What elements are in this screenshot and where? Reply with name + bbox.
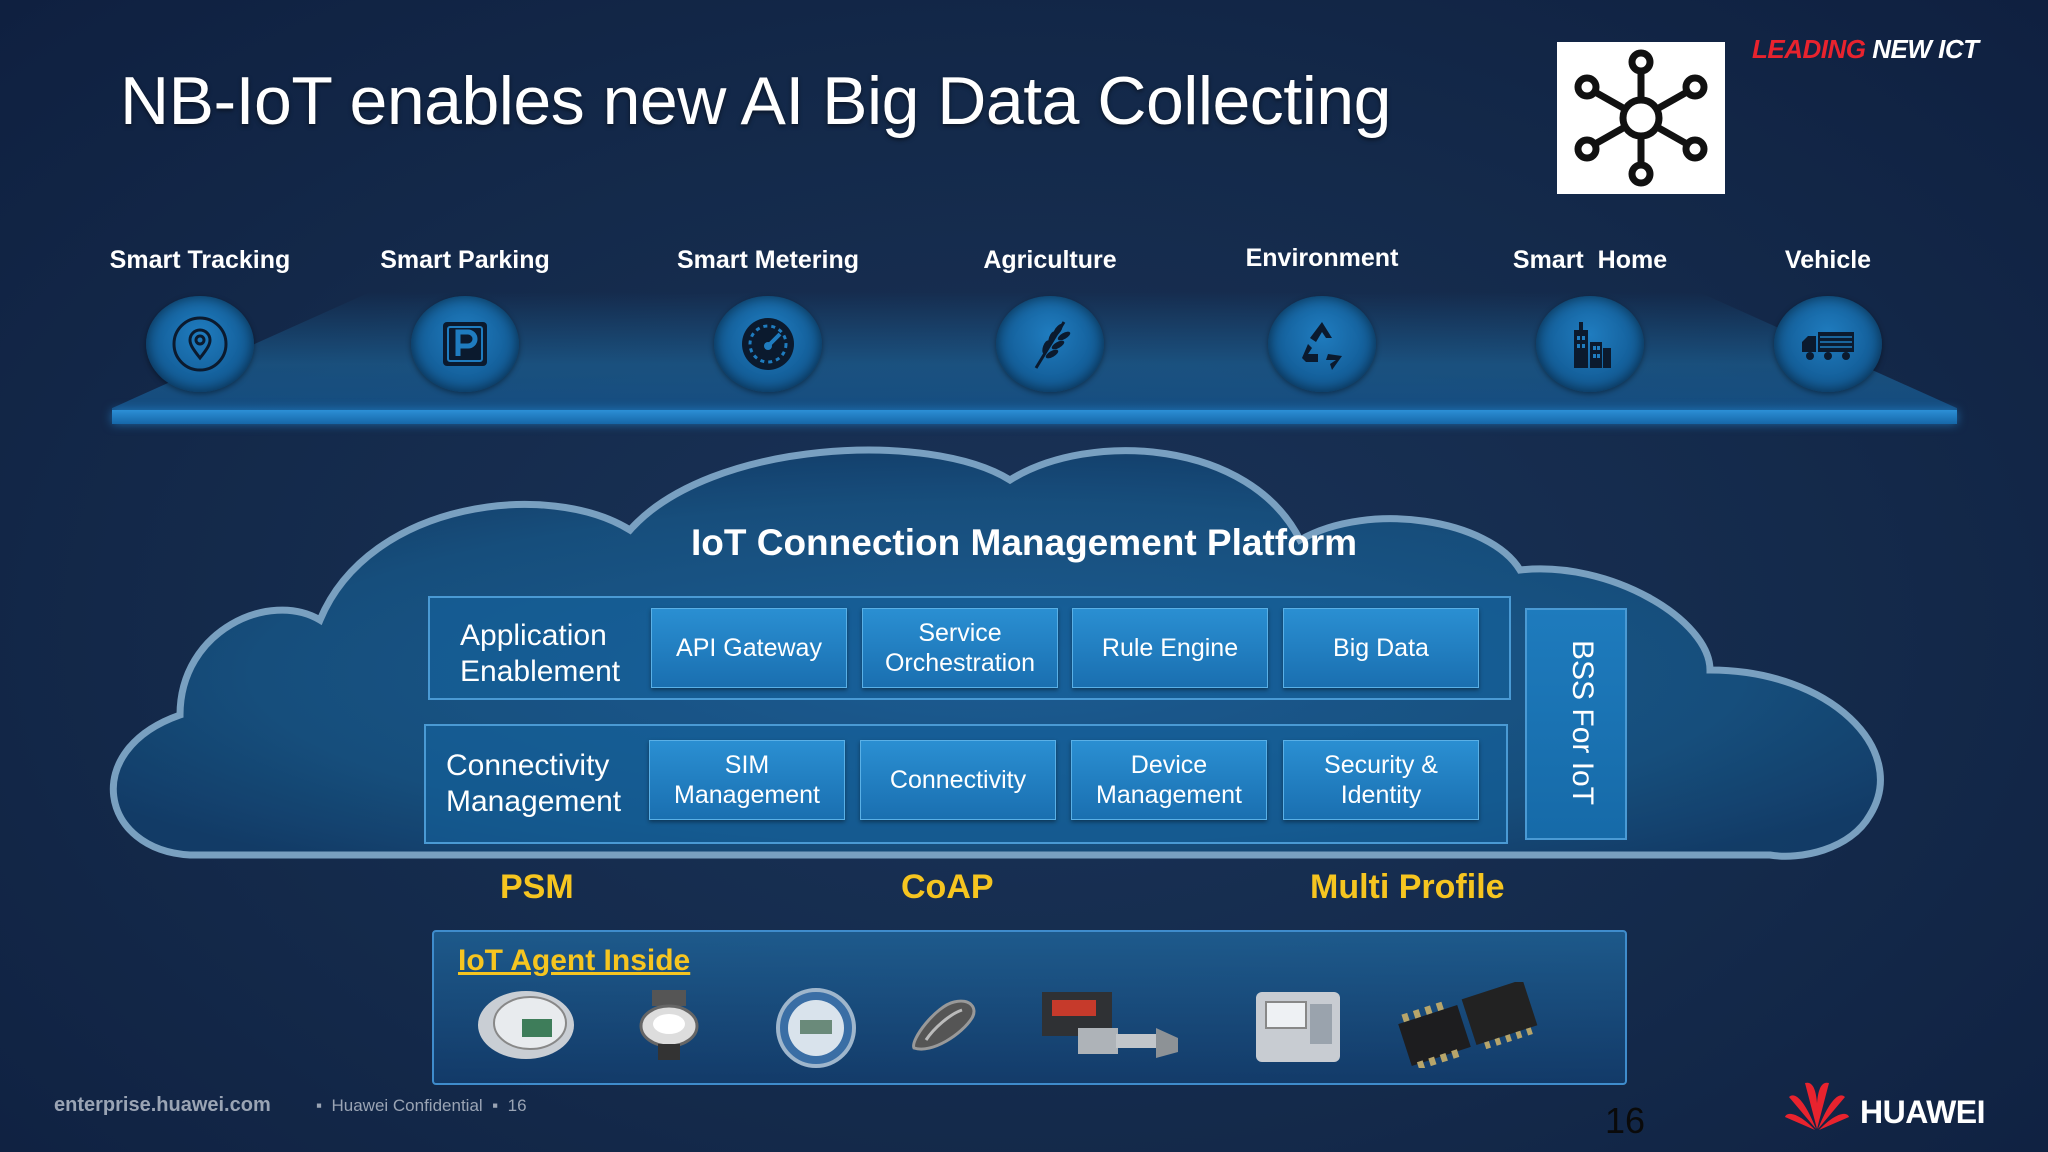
app-icon-circle bbox=[996, 296, 1104, 392]
application-enablement-label: Application Enablement bbox=[460, 619, 621, 688]
gas-meter-icon bbox=[1256, 992, 1340, 1062]
truck-icon bbox=[1802, 332, 1854, 360]
chip-module-icon bbox=[1398, 982, 1538, 1068]
app-smart-parking: Smart Parking bbox=[355, 246, 575, 392]
gauge-icon bbox=[742, 318, 794, 370]
module-rule-engine: Rule Engine bbox=[1072, 608, 1268, 688]
bss-for-iot-label: BSS For IoT bbox=[1566, 640, 1599, 806]
app-label: Smart Home bbox=[1512, 246, 1668, 274]
module-sim-management: SIM Management bbox=[649, 740, 845, 820]
app-icon-circle bbox=[1536, 296, 1644, 392]
iot-agent-label: IoT Agent Inside bbox=[458, 944, 691, 977]
app-smart-metering: Smart Metering bbox=[658, 246, 878, 392]
module-service-orchestration: Service Orchestration bbox=[862, 608, 1058, 688]
app-icon-circle bbox=[714, 296, 822, 392]
footer-confidential: ▪ Huawei Confidential ▪ 16 bbox=[316, 1096, 527, 1115]
app-label: Smart Metering bbox=[677, 246, 859, 274]
water-meter-icon bbox=[639, 990, 699, 1060]
app-icon-circle bbox=[1774, 296, 1882, 392]
sensor-tag-icon bbox=[912, 999, 976, 1051]
platform-title: IoT Connection Management Platform bbox=[690, 522, 1358, 563]
protocol-coap: CoAP bbox=[901, 868, 994, 906]
app-smart-tracking: Smart Tracking bbox=[90, 246, 310, 392]
confidential-label: Huawei Confidential bbox=[331, 1096, 483, 1115]
smart-meter-icon bbox=[478, 991, 574, 1059]
bss-for-iot-panel bbox=[1525, 608, 1627, 840]
module-api-gateway: API Gateway bbox=[651, 608, 847, 688]
page-number: 16 bbox=[1605, 1100, 1646, 1141]
tagline-leading: LEADING bbox=[1752, 34, 1866, 64]
electric-meter-icon bbox=[776, 988, 856, 1068]
connectivity-management-label: Connectivity Management bbox=[446, 749, 622, 818]
app-label: Smart Parking bbox=[380, 246, 550, 274]
recycle-icon bbox=[1302, 322, 1342, 370]
app-label: Environment bbox=[1245, 244, 1399, 272]
applications-bar bbox=[112, 410, 1957, 424]
app-environment: Environment bbox=[1212, 244, 1432, 392]
slide-title: NB-IoT enables new AI Big Data Collectin… bbox=[120, 63, 1391, 139]
app-agriculture: Agriculture bbox=[940, 246, 1160, 392]
app-icon-circle bbox=[146, 296, 254, 392]
app-label: Smart Tracking bbox=[109, 246, 291, 274]
tagline-new-ict: NEW ICT bbox=[1872, 34, 1979, 64]
app-icon-circle bbox=[1268, 296, 1376, 392]
app-smart-home: Smart Home bbox=[1480, 246, 1700, 392]
location-pin-icon bbox=[172, 316, 228, 372]
parking-sign-icon bbox=[443, 322, 487, 366]
network-hub-icon bbox=[1574, 49, 1708, 187]
module-big-data: Big Data bbox=[1283, 608, 1479, 688]
protocol-psm: PSM bbox=[500, 868, 574, 906]
buildings-icon bbox=[1574, 322, 1611, 368]
huawei-brand: HUAWEI bbox=[1860, 1094, 1986, 1130]
network-hub-logo bbox=[1557, 42, 1725, 194]
app-vehicle: Vehicle bbox=[1718, 246, 1938, 392]
leading-new-ict-tagline: LEADING NEW ICT bbox=[1752, 34, 1979, 65]
module-security-identity: Security & Identity bbox=[1283, 740, 1479, 820]
protocol-multi-profile: Multi Profile bbox=[1310, 868, 1505, 906]
app-icon-circle bbox=[411, 296, 519, 392]
module-connectivity: Connectivity bbox=[860, 740, 1056, 820]
app-label: Agriculture bbox=[983, 246, 1117, 274]
huawei-flower-logo bbox=[1785, 1082, 1849, 1130]
wheat-icon bbox=[1034, 321, 1071, 369]
app-label: Vehicle bbox=[1784, 246, 1872, 274]
footer-slide-number: 16 bbox=[507, 1096, 527, 1115]
footer-website: enterprise.huawei.com bbox=[54, 1094, 271, 1116]
pressure-sensor-icon bbox=[1042, 992, 1178, 1058]
module-device-management: Device Management bbox=[1071, 740, 1267, 820]
